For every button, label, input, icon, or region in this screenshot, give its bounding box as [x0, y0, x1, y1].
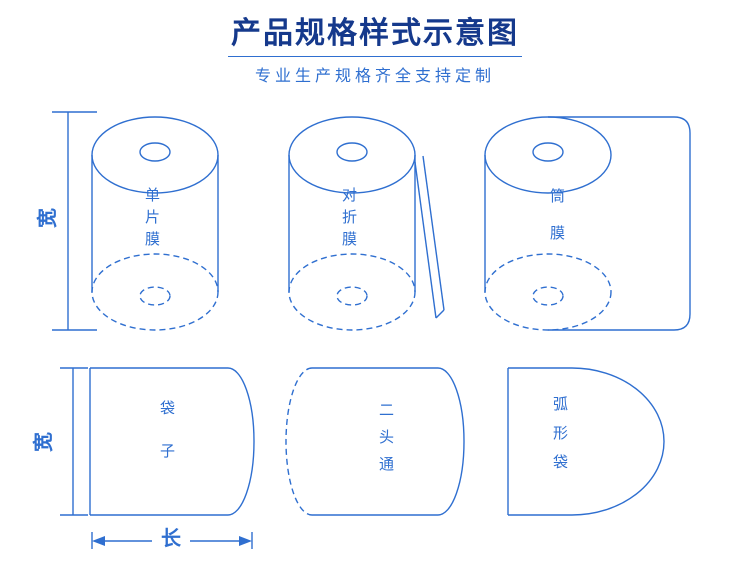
roll-single-film-shape: [91, 116, 219, 331]
label-single-film: 单片膜: [143, 187, 160, 253]
width-dimension-top-label: 宽: [37, 208, 59, 228]
arc-bag-shape: [507, 367, 665, 516]
title-divider: [228, 56, 522, 57]
width-dimension-bottom-label: 宽: [33, 432, 55, 452]
length-dimension-lines: [91, 532, 253, 549]
length-dimension-label: 长: [161, 528, 181, 550]
label-two-end-open: 二头通: [377, 402, 394, 483]
label-bag: 袋子: [158, 400, 175, 486]
roll-folded-film-shape: [288, 116, 445, 331]
width-dimension-bottom-lines: [60, 367, 88, 516]
label-tube-film: 筒膜: [548, 188, 565, 262]
roll-tube-film-shape: [484, 116, 691, 331]
width-dimension-top-lines: [52, 111, 97, 331]
bag-shape: [89, 367, 255, 516]
label-arc-bag: 弧形袋: [551, 396, 568, 483]
page-title: 产品规格样式示意图: [231, 17, 519, 50]
two-end-open-shape: [285, 367, 465, 516]
page-subtitle: 专业生产规格齐全支持定制: [254, 68, 495, 85]
label-folded-film: 对折膜: [340, 187, 357, 253]
